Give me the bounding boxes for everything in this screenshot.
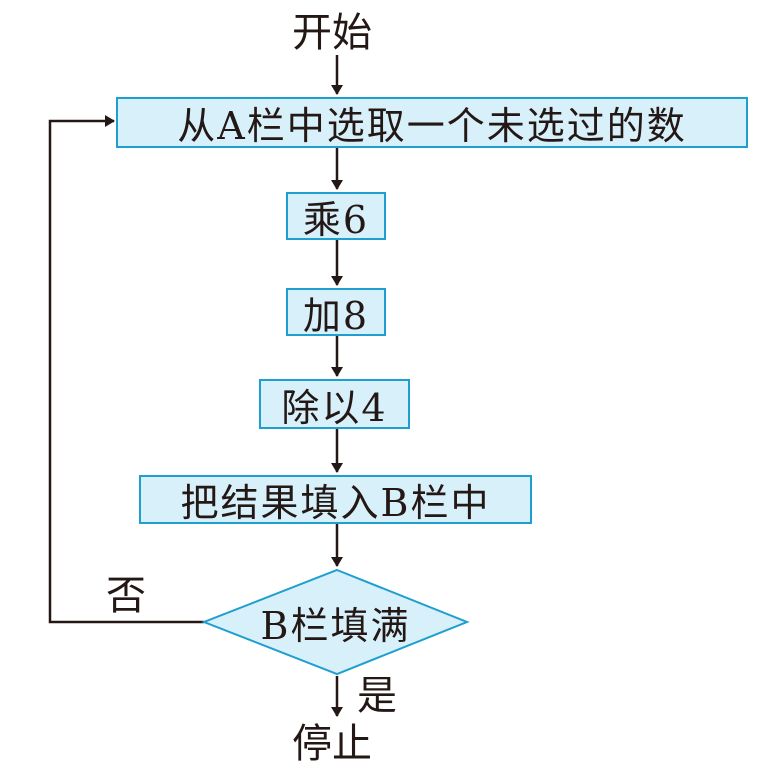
arrow-no-loop [48,115,204,624]
step-multiply: 乘6 [286,192,386,242]
no-label: 否 [106,573,146,619]
decision-diamond [201,568,470,676]
step-select-number: 从A栏中选取一个未选过的数 [116,97,748,148]
yes-label: 是 [357,673,397,719]
step-divide: 除以4 [259,379,410,430]
start-label: 开始 [292,10,372,56]
decision-label: B栏填满 [260,603,411,648]
step-add: 加8 [286,288,386,338]
step-fill-b: 把结果填入B栏中 [139,475,532,525]
end-label: 停止 [292,721,372,767]
